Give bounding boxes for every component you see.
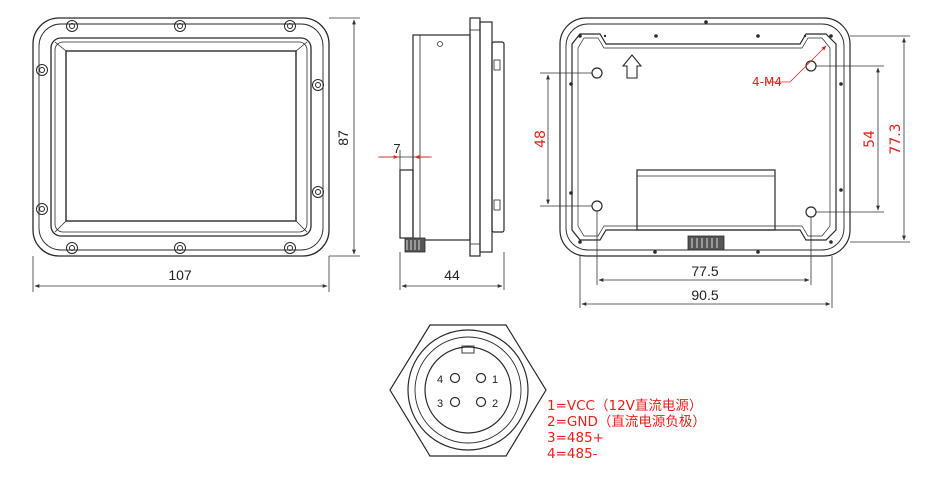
side-view (399, 17, 505, 257)
side-flange-label: 7 (393, 141, 400, 156)
side-depth-label: 44 (444, 267, 460, 283)
side-flange (469, 17, 481, 257)
pin-label-3: 3 (437, 398, 443, 410)
thread-callout-label: 4-M4 (752, 75, 782, 89)
rear-connector-housing (636, 169, 776, 231)
front-width-label: 107 (168, 267, 192, 283)
pin-label-2: 2 (492, 398, 498, 410)
rear-hole-spacing-horizontal-label: 77.5 (691, 263, 718, 279)
connector-face (389, 324, 547, 457)
front-screws (36, 20, 324, 254)
rear-view (559, 17, 851, 257)
legend-line-4: 4=485- (547, 446, 598, 462)
rear-dimensions (540, 35, 910, 308)
legend-line-2: 2=GND（直流电源负极） (547, 414, 706, 430)
thread-callout-leader (765, 45, 827, 83)
legend-line-3: 3=485+ (547, 430, 604, 446)
rear-thread (687, 235, 725, 251)
front-screen (65, 50, 297, 222)
up-arrow-icon (621, 54, 643, 79)
side-glass (491, 41, 505, 233)
rear-mount-hole-tl (591, 67, 603, 79)
front-view (32, 17, 330, 257)
rear-hole-spacing-vertical-left-label: 48 (533, 130, 549, 148)
rear-screw-dots (569, 20, 843, 254)
rear-mount-hole-tr (805, 60, 817, 72)
connector-key (461, 345, 475, 354)
connector-hex-nut (389, 324, 547, 457)
pin-label-4: 4 (437, 374, 443, 386)
front-outer-flange (32, 17, 330, 257)
connector-pins (449, 372, 487, 408)
pin-label-1: 1 (492, 374, 498, 386)
rear-hole-spacing-vertical-right-label: 54 (862, 130, 878, 148)
connector-insert (424, 346, 512, 434)
side-bezel (479, 21, 493, 253)
rear-mount-hole-bl (591, 200, 603, 212)
side-connector-body (399, 169, 414, 239)
front-bezel-inner (54, 41, 308, 233)
rear-outer-flange (559, 17, 851, 257)
side-dimensions (380, 150, 505, 290)
rear-overall-width-label: 90.5 (691, 287, 718, 303)
legend-line-1: 1=VCC（12V直流电源） (547, 398, 702, 414)
front-flange-inner-edge (38, 23, 324, 251)
pinout-legend: 1=VCC（12V直流电源） 2=GND（直流电源负极） 3=485+ 4=48… (547, 398, 706, 462)
front-bezel (50, 37, 312, 237)
rear-mount-hole-br (805, 206, 817, 218)
side-cable-thread (404, 237, 426, 253)
connector-outer-ring (407, 329, 529, 451)
front-height-label: 87 (335, 130, 351, 146)
rear-overall-height-label: 77.3 (888, 123, 904, 154)
rear-back-plate (571, 33, 837, 241)
side-rear-body (412, 34, 471, 241)
front-dimensions (32, 17, 360, 292)
